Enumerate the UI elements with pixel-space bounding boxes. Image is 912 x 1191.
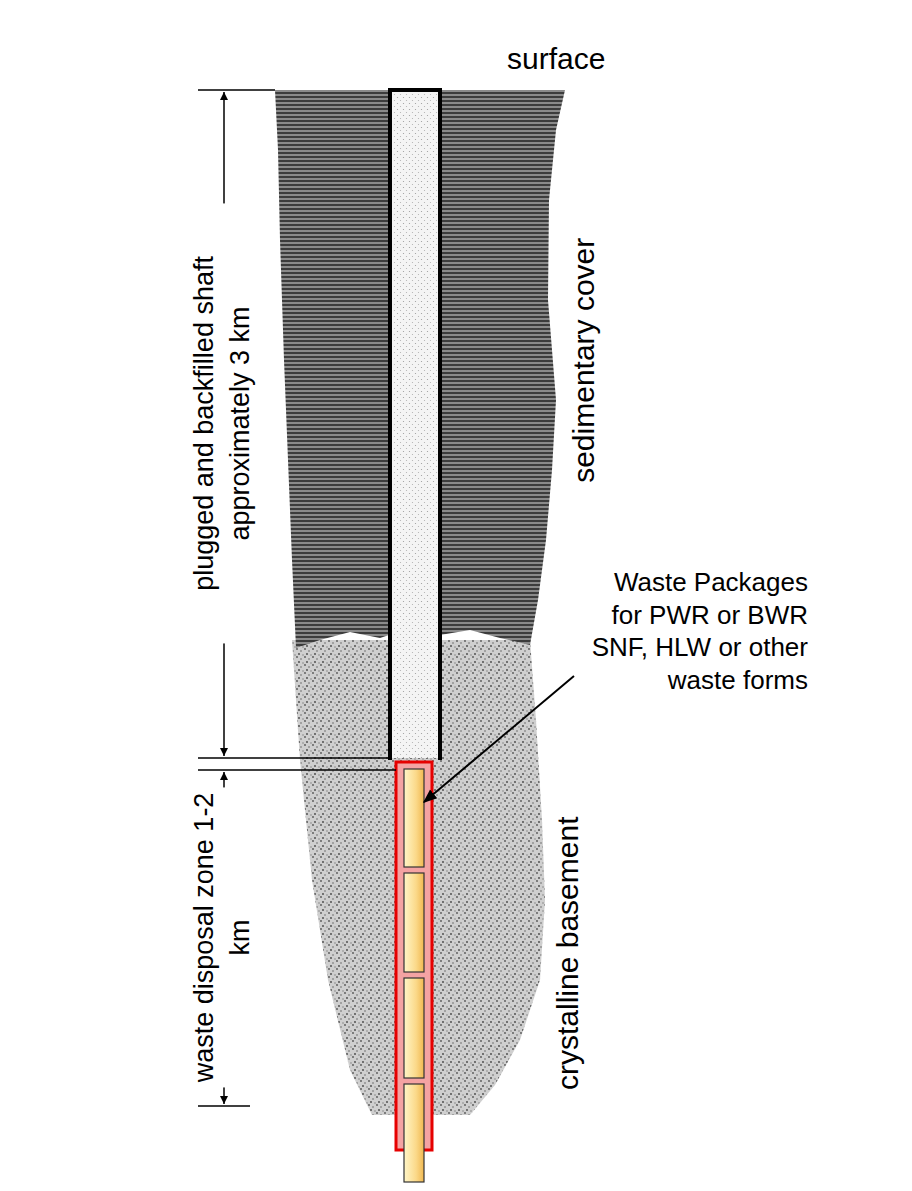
leader-arrow	[424, 676, 574, 802]
surface-label: surface	[507, 42, 637, 77]
dimension-label: plugged and backfilled shaft approximate…	[186, 203, 259, 643]
waste-package	[404, 1084, 424, 1182]
callout-text: Waste Packages for PWR or BWR SNF, HLW o…	[590, 566, 808, 696]
dimension-tick	[198, 1105, 250, 1107]
layer-label: crystalline basement	[551, 783, 586, 1123]
dimension-tick	[198, 769, 396, 771]
dimension-label: waste disposal zone 1-2 km	[186, 787, 259, 1087]
dimension-tick	[198, 757, 390, 759]
backfilled-shaft	[390, 90, 440, 758]
waste-package	[404, 769, 424, 867]
waste-package	[404, 978, 424, 1078]
dimension-tick	[198, 89, 275, 91]
layer-label: sedimentary cover	[567, 200, 602, 520]
waste-package	[404, 873, 424, 972]
shaft-casing	[390, 90, 440, 760]
